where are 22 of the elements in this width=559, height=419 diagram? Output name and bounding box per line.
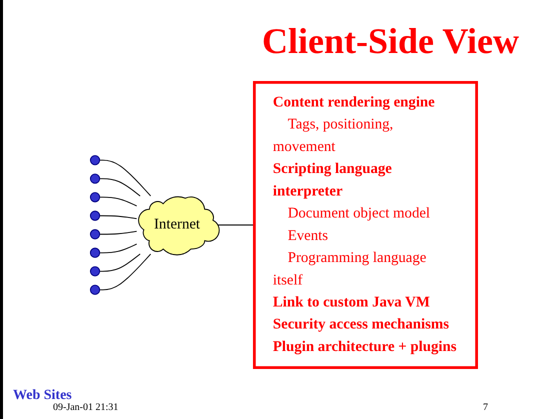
node-circle bbox=[90, 266, 100, 276]
connector bbox=[99, 160, 152, 196]
connector bbox=[99, 254, 141, 272]
connector bbox=[99, 244, 138, 254]
node-circle bbox=[90, 210, 100, 221]
connector bbox=[99, 215, 138, 220]
node-circle bbox=[90, 174, 100, 184]
connector bbox=[99, 254, 152, 290]
node-circle bbox=[90, 155, 100, 166]
page-number: 7 bbox=[483, 402, 488, 413]
group-label: Web Sites bbox=[13, 388, 72, 403]
node-box: Content rendering engine Tags, positioning, movement Scripting language interpreter Document object model Events Programming language itself Link to custom Java VM Security access mechanisms Plugin architecture + plugins bbox=[252, 81, 478, 369]
node-circle bbox=[90, 248, 100, 258]
node-circle bbox=[90, 229, 100, 240]
slide-title: Client-Side View bbox=[262, 20, 519, 62]
node-circle bbox=[90, 192, 100, 202]
date-footer: 09-Jan-01 21:31 bbox=[53, 402, 118, 413]
connector bbox=[99, 230, 138, 235]
connector bbox=[99, 196, 138, 206]
connector bbox=[216, 224, 255, 226]
node-circle bbox=[90, 284, 100, 295]
connector bbox=[99, 178, 141, 196]
